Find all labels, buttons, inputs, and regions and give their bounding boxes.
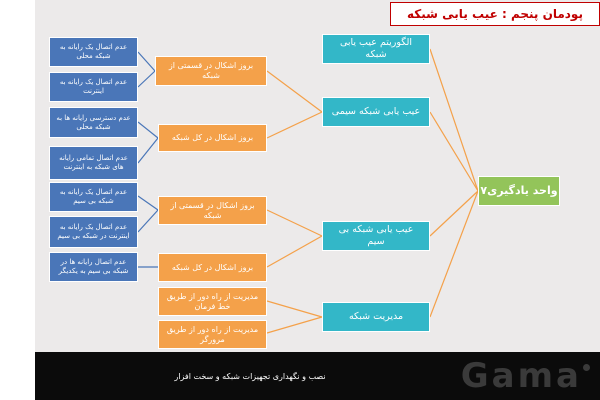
connector-l1-4-b (266, 316, 323, 334)
node-l2-6-label: مدیریت از راه دور از طریق مرورگر (166, 324, 259, 344)
connector-l2-3-a (137, 195, 159, 211)
footer-text: نصب و نگهداری تجهیزات شبکه و سخت افزار (174, 371, 326, 381)
connector-root-l1-2 (429, 111, 479, 192)
node-l3-1-label: عدم اتصال یک رایانه به شبکه محلی (59, 43, 128, 60)
node-root: واحد یادگیری۷ (478, 176, 560, 206)
connector-root-l1-4 (429, 190, 479, 318)
connector-root-l1-3 (429, 190, 479, 237)
page-title-text: پودمان پنجم : عیب یابی شبکه (407, 7, 583, 21)
connector-l1-4-a (266, 300, 323, 318)
node-root-label: واحد یادگیری۷ (480, 184, 558, 198)
node-l2-3: بروز اشکال در قسمتی از شبکه (158, 196, 267, 225)
footer-bar: نصب و نگهداری تجهیزات شبکه و سخت افزار G… (35, 352, 600, 400)
node-l2-3-label: بروز اشکال در قسمتی از شبکه (170, 200, 255, 220)
node-l3-5: عدم اتصال یک رایانه به شبکه بی سیم (49, 182, 138, 212)
node-l2-1-label: بروز اشکال در قسمتی از شبکه (168, 61, 254, 80)
node-l1-3: عیب یابی شبکه بی سیم (322, 221, 430, 251)
page-title: پودمان پنجم : عیب یابی شبکه (390, 2, 600, 26)
node-l2-4-label: بروز اشکال در کل شبکه (171, 262, 254, 272)
node-l2-2-label: بروز اشکال در کل شبکه (171, 133, 254, 142)
node-l3-4-label: عدم اتصال تمامی رایانه های شبکه به اینتر… (59, 154, 128, 171)
node-l1-2-label: عیب یابی شبکه سیمی (331, 106, 421, 118)
connector-l2-3-b (137, 209, 159, 233)
node-l2-2: بروز اشکال در کل شبکه (158, 124, 267, 152)
node-l1-1-label: الگوریتم عیب یابی شبکه (339, 37, 413, 60)
connector-l1-2-a (266, 70, 323, 113)
node-l3-4: عدم اتصال تمامی رایانه های شبکه به اینتر… (49, 146, 138, 180)
node-l1-2: عیب یابی شبکه سیمی (322, 97, 430, 127)
connector-l2-2-b (137, 137, 159, 164)
node-l3-3: عدم دسترسی رایانه ها به شبکه محلی (49, 107, 138, 138)
node-l3-1: عدم اتصال یک رایانه به شبکه محلی (49, 37, 138, 67)
node-l2-1: بروز اشکال در قسمتی از شبکه (155, 56, 267, 86)
node-l3-2-label: عدم اتصال یک رایانه به اینترنت (59, 78, 128, 95)
connector-l2-1-a (137, 51, 156, 72)
connector-l1-3-b (266, 235, 323, 268)
node-l1-1: الگوریتم عیب یابی شبکه (322, 34, 430, 64)
node-l3-6: عدم اتصال یک رایانه به اینترنت در شبکه ب… (49, 216, 138, 248)
node-l2-5: مدیریت از راه دور از طریق خط فرمان (158, 287, 267, 316)
node-l3-5-label: عدم اتصال یک رایانه به شبکه بی سیم (59, 188, 128, 205)
gama-logo: Gama (460, 356, 582, 396)
node-l2-6: مدیریت از راه دور از طریق مرورگر (158, 320, 267, 349)
logo-dot-icon (583, 364, 590, 371)
node-l3-3-label: عدم دسترسی رایانه ها به شبکه محلی (56, 113, 131, 131)
connector-l1-3-a (266, 209, 323, 237)
node-l1-4-label: مدیریت شبکه (348, 311, 404, 323)
node-l1-3-label: عیب یابی شبکه بی سیم (338, 224, 414, 247)
node-l3-7-label: عدم اتصال رایانه ها در شبکه بی سیم به یک… (58, 258, 129, 275)
connector-l2-1-b (137, 70, 156, 88)
node-l3-6-label: عدم اتصال یک رایانه به اینترنت در شبکه ب… (57, 223, 130, 240)
node-l2-4: بروز اشکال در کل شبکه (158, 253, 267, 282)
connector-l1-2-b (266, 111, 323, 139)
connector-root-l1-1 (429, 48, 479, 192)
node-l2-5-label: مدیریت از راه دور از طریق خط فرمان (166, 291, 259, 311)
node-l1-4: مدیریت شبکه (322, 302, 430, 332)
connector-l2-2-a (137, 121, 159, 139)
node-l3-2: عدم اتصال یک رایانه به اینترنت (49, 72, 138, 102)
node-l3-7: عدم اتصال رایانه ها در شبکه بی سیم به یک… (49, 252, 138, 282)
